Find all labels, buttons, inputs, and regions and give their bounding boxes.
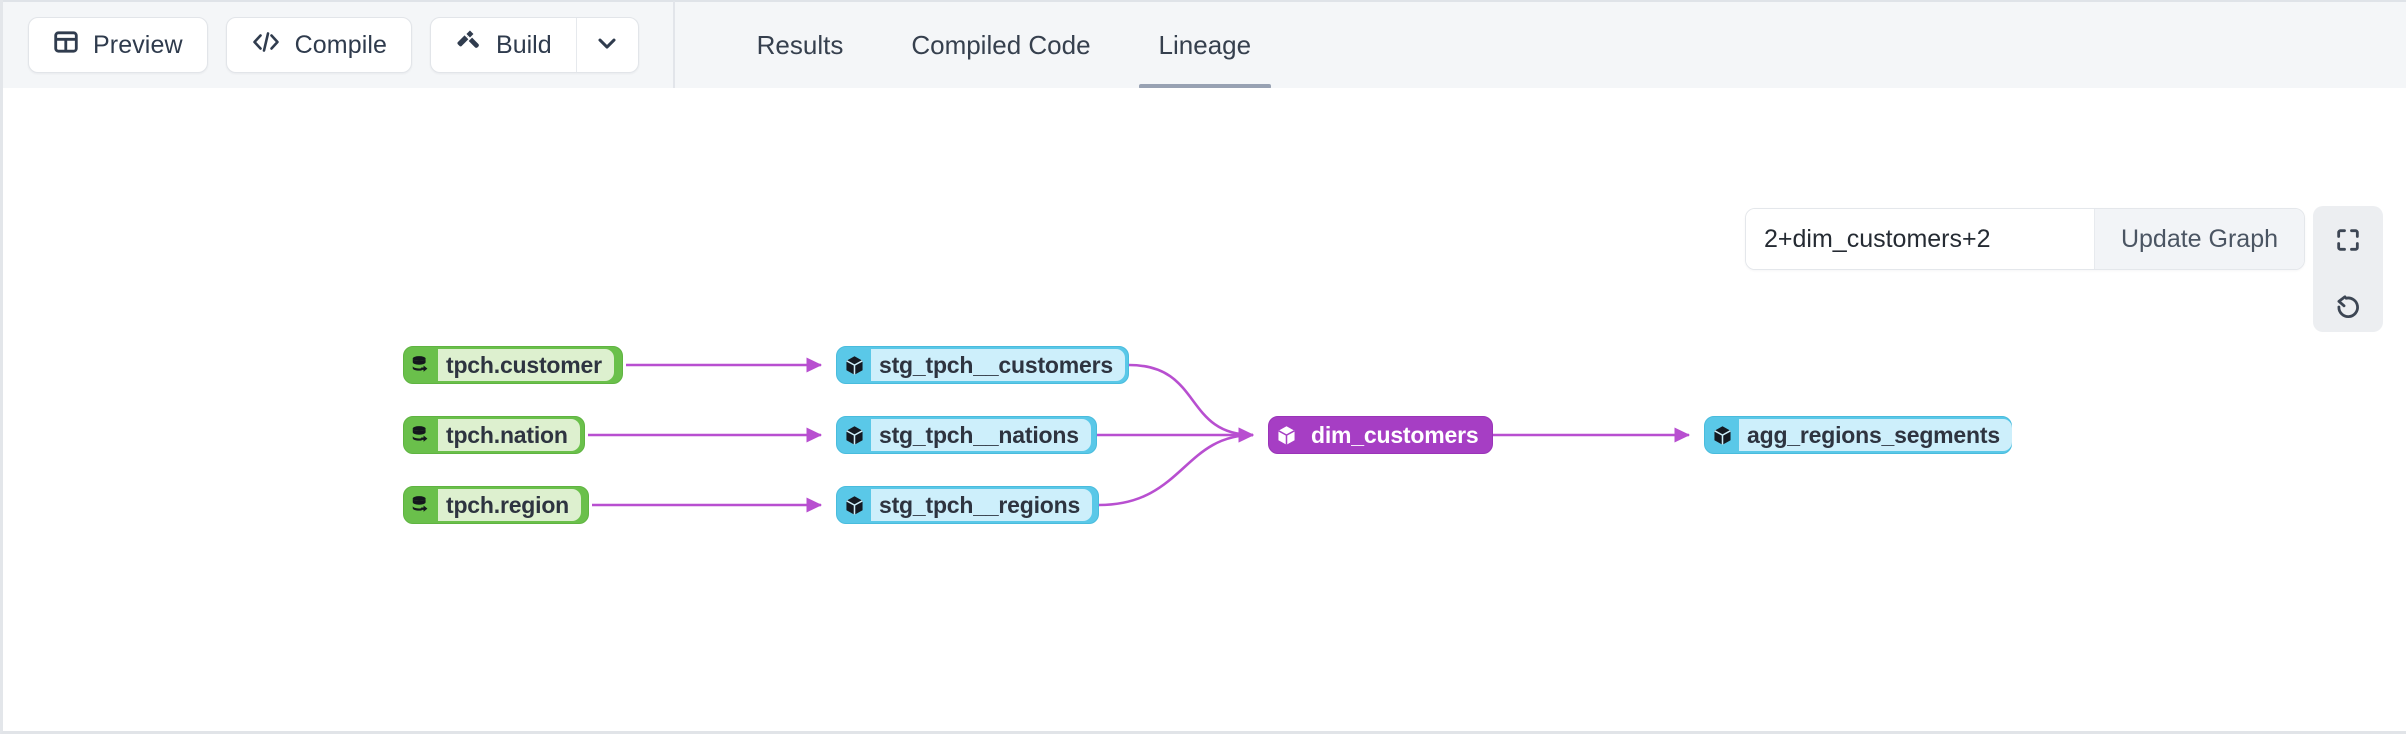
build-button-label: Build (496, 30, 552, 59)
cube-model-icon (1705, 417, 1739, 453)
tab-lineage[interactable]: Lineage (1125, 1, 1286, 89)
graph-node-stg-tpch-nations[interactable]: stg_tpch__nations (836, 416, 1097, 454)
lineage-canvas[interactable]: tpch.customer tpch.nation (3, 88, 2406, 731)
graph-node-tpch-region[interactable]: tpch.region (403, 486, 589, 524)
cube-model-icon (837, 417, 871, 453)
update-graph-button[interactable]: Update Graph (2094, 209, 2304, 269)
toolbar: Preview Compile (3, 0, 2406, 89)
graph-node-stg-tpch-customers[interactable]: stg_tpch__customers (836, 346, 1129, 384)
graph-node-agg-regions-segments[interactable]: agg_regions_segments (1704, 416, 2012, 454)
graph-node-dim-customers[interactable]: dim_customers (1268, 416, 1493, 454)
cube-model-icon (837, 347, 871, 383)
graph-node-tpch-nation[interactable]: tpch.nation (403, 416, 585, 454)
cube-model-icon (1269, 417, 1303, 453)
lineage-selector-bar: Update Graph (1745, 208, 2305, 270)
tab-results[interactable]: Results (723, 1, 878, 89)
cube-model-icon (837, 487, 871, 523)
code-brackets-icon (251, 30, 281, 61)
hammer-icon (455, 28, 482, 62)
preview-button-label: Preview (93, 30, 183, 59)
chevron-down-icon (593, 29, 621, 62)
graph-node-label: agg_regions_segments (1739, 419, 2012, 451)
compile-button[interactable]: Compile (225, 17, 413, 73)
reset-icon (2334, 294, 2362, 325)
toolbar-button-group: Preview Compile (3, 17, 639, 73)
build-button[interactable]: Build (431, 18, 576, 72)
tab-lineage-label: Lineage (1158, 29, 1252, 60)
tab-compiled-code-label: Compiled Code (911, 29, 1091, 60)
graph-node-label: stg_tpch__regions (871, 489, 1093, 521)
graph-node-stg-tpch-regions[interactable]: stg_tpch__regions (836, 486, 1099, 524)
table-grid-icon (53, 29, 79, 62)
tab-results-label: Results (756, 29, 844, 60)
preview-button[interactable]: Preview (28, 17, 208, 73)
fullscreen-button[interactable] (2324, 218, 2372, 264)
graph-node-label: tpch.customer (438, 349, 614, 381)
graph-node-tpch-customer[interactable]: tpch.customer (403, 346, 623, 384)
lineage-selector-input[interactable] (1746, 209, 2094, 269)
reset-button[interactable] (2324, 286, 2372, 332)
graph-node-label: tpch.nation (438, 419, 580, 451)
lineage-view-controls (2313, 206, 2383, 332)
build-dropdown-toggle[interactable] (575, 18, 638, 72)
graph-node-label: dim_customers (1311, 421, 1479, 448)
graph-node-label: stg_tpch__customers (871, 349, 1125, 381)
compile-button-label: Compile (294, 30, 388, 59)
database-source-icon (404, 417, 438, 453)
build-split-button: Build (430, 17, 639, 73)
tab-bar: Results Compiled Code Lineage (723, 1, 1285, 89)
graph-node-label: tpch.region (438, 489, 582, 521)
lineage-graph: tpch.customer tpch.nation (3, 88, 2406, 731)
graph-node-label: stg_tpch__nations (871, 419, 1091, 451)
database-source-icon (404, 487, 438, 523)
toolbar-divider (672, 1, 675, 89)
database-source-icon (404, 347, 438, 383)
fullscreen-icon (2334, 226, 2362, 257)
tab-compiled-code[interactable]: Compiled Code (877, 1, 1124, 89)
